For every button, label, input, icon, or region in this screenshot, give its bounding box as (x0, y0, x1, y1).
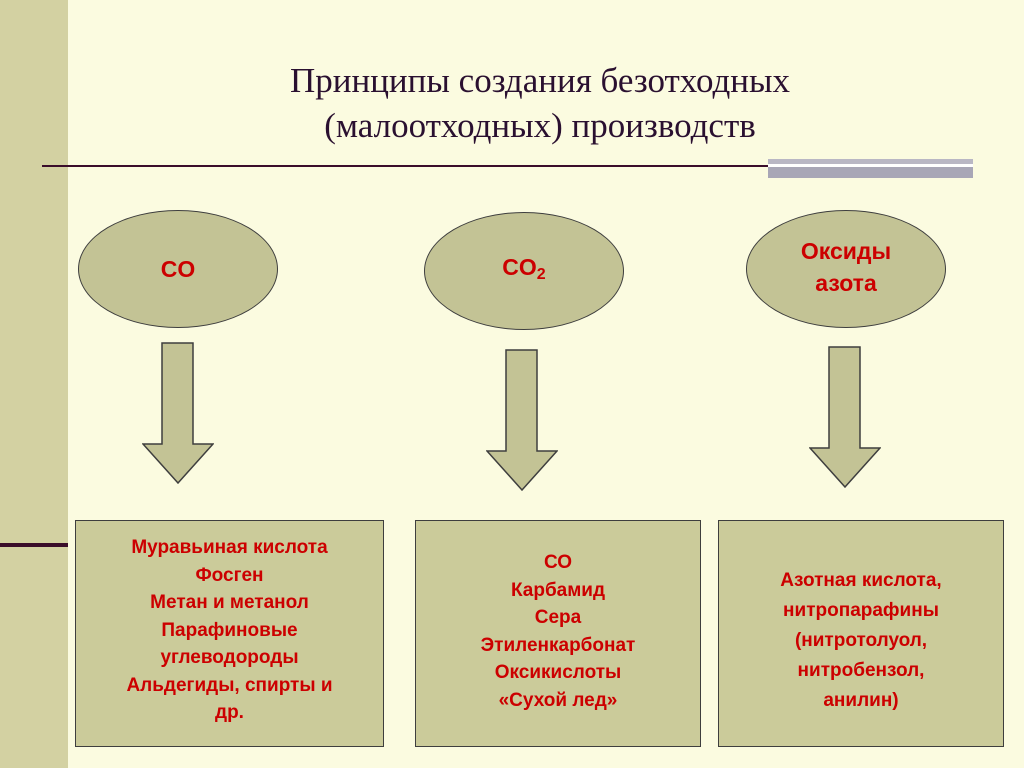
box-co-line: др. (215, 702, 244, 723)
box-nitrogen-oxides-line: анилин) (823, 690, 899, 711)
down-arrow-icon (809, 346, 881, 488)
box-co2-products: СО Карбамид Сера Этиленкарбонат Оксикисл… (415, 520, 701, 747)
box-nitrogen-oxides-line: нитропарафины (783, 600, 939, 621)
box-nitrogen-oxides-line: нитробензол, (797, 660, 925, 681)
box-co-line: углеводороды (160, 647, 299, 668)
box-co2-line: «Сухой лед» (498, 689, 618, 711)
oval-co-label: CO (160, 256, 196, 282)
title-divider-accent (768, 159, 973, 178)
oval-co2-label: CO2 (502, 251, 545, 291)
box-nitrogen-oxides-products: Азотная кислота, нитропарафины (нитротол… (718, 520, 1004, 747)
left-bar-accent-line (0, 543, 68, 547)
oval-nitrogen-oxides: Оксиды азота (746, 210, 946, 328)
box-nitrogen-oxides-line: (нитротолуол, (794, 630, 928, 651)
oval-co2-text: CO (502, 254, 537, 280)
down-arrow-icon (486, 349, 558, 491)
oval-nitrogen-oxides-line-1: Оксиды (800, 238, 892, 264)
oval-co: CO (78, 210, 278, 328)
box-co-line: Метан и метанол (150, 592, 309, 613)
box-co-line: Муравьиная кислота (131, 537, 328, 558)
down-arrow-icon (142, 342, 214, 484)
oval-co2: CO2 (424, 212, 624, 330)
box-nitrogen-oxides-line: Азотная кислота, (780, 570, 942, 591)
box-co2-line: Сера (534, 607, 582, 628)
slide-title-line-2: (малоотходных) производств (324, 106, 756, 145)
oval-nitrogen-oxides-line-2: азота (815, 270, 877, 296)
box-co-products: Муравьиная кислота Фосген Метан и метано… (75, 520, 384, 747)
slide-title-line-1: Принципы создания безотходных (289, 61, 791, 100)
box-co-line: Альдегиды, спирты и (126, 674, 333, 696)
box-co2-line: Карбамид (510, 579, 606, 601)
box-co-line: Фосген (195, 564, 264, 586)
box-co2-line: Этиленкарбонат (480, 634, 636, 656)
oval-nitrogen-oxides-text: Оксиды азота (801, 235, 891, 299)
left-decorative-bar (0, 0, 68, 768)
box-co-line: Парафиновые (161, 619, 298, 641)
box-co2-line: СО (543, 552, 573, 573)
oval-co2-subscript: 2 (536, 266, 546, 283)
slide-title: Принципы создания безотходных (малоотход… (130, 58, 950, 148)
box-co2-line: Оксикислоты (494, 662, 622, 683)
title-divider (42, 165, 972, 167)
